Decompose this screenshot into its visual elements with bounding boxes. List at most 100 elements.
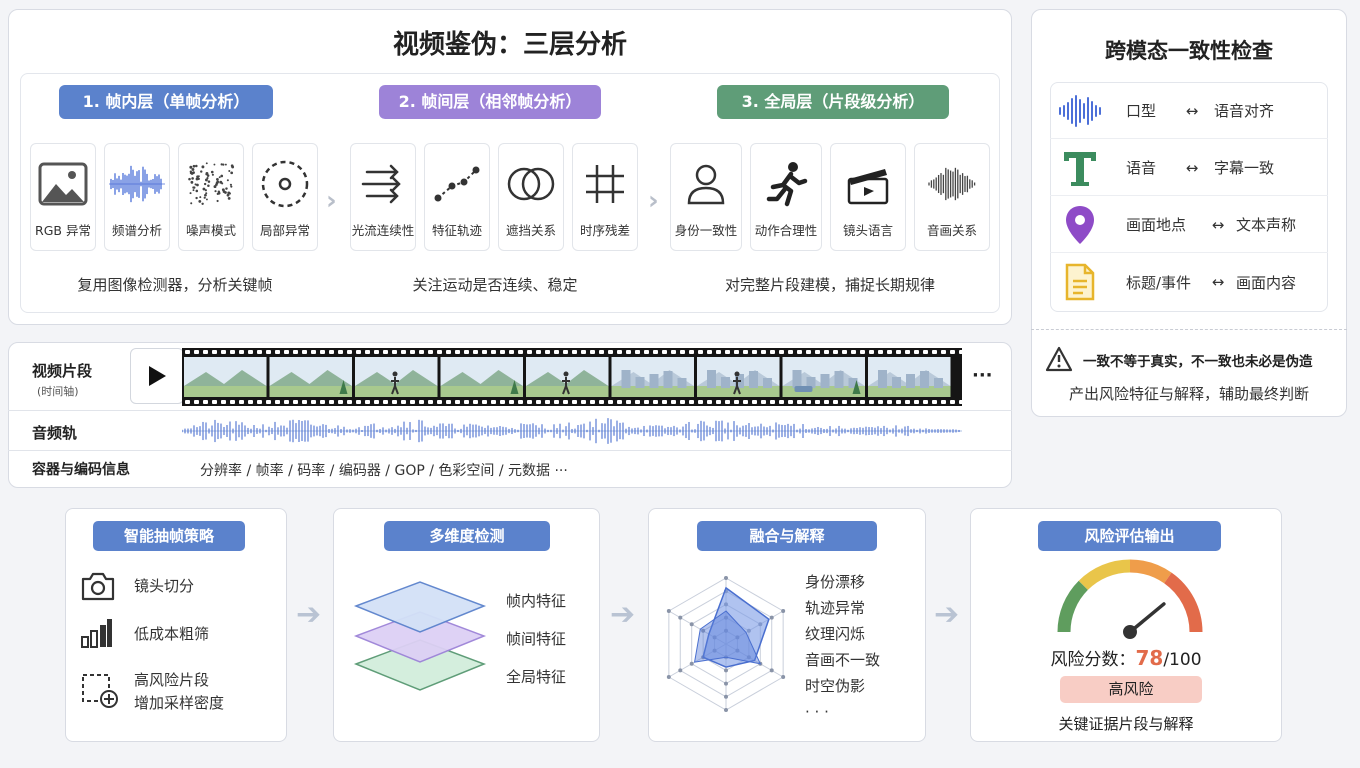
strategy-item: 增加采样密度 <box>134 694 225 712</box>
risk-title: 风险评估输出 <box>1038 521 1221 551</box>
more-frames-indicator: ··· <box>972 365 993 386</box>
layer3-pill: 3. 全局层（片段级分析） <box>717 85 949 119</box>
noise-dots-icon <box>179 154 243 214</box>
video-track-label: 视频片段 <box>32 362 93 380</box>
card-label: 镜头语言 <box>842 223 893 238</box>
detect-item: 帧内特征 <box>506 592 567 610</box>
play-button[interactable] <box>130 348 184 404</box>
risk-score-max: /100 <box>1163 650 1202 670</box>
arrow-right-icon: ➔ <box>296 597 322 632</box>
location-pin-icon <box>1050 204 1110 246</box>
fusion-item: · · · <box>805 703 829 721</box>
risk-footer: 关键证据片段与解释 <box>1058 715 1194 733</box>
audio-track-label: 音频轨 <box>32 424 78 442</box>
row-right: 文本声称 <box>1236 216 1297 234</box>
layer1-caption: 复用图像检测器，分析关键帧 <box>77 276 273 294</box>
clapperboard-icon <box>831 154 905 214</box>
play-icon <box>149 366 166 386</box>
fusion-item: 音画不一致 <box>805 651 881 669</box>
row-right: 字幕一致 <box>1214 159 1275 177</box>
card-av-relation: 音画关系 <box>914 143 990 251</box>
person-icon <box>671 154 741 214</box>
card-shot-language: 镜头语言 <box>830 143 906 251</box>
grid-hash-icon <box>573 154 637 214</box>
card-label: 时序残差 <box>579 223 630 238</box>
row-left: 标题/事件 <box>1126 273 1192 292</box>
cross-row-location: 画面地点 ↔ 文本声称 <box>1050 197 1328 253</box>
row-left: 口型 <box>1126 102 1157 120</box>
audio-wave-icon <box>915 154 989 214</box>
card-identity: 身份一致性 <box>670 143 742 251</box>
arrow-right-icon: ➔ <box>934 597 960 632</box>
card-label: 音画关系 <box>926 223 977 238</box>
spectrum-icon <box>105 154 169 214</box>
card-noise: 噪声模式 <box>178 143 244 251</box>
risk-gauge-icon <box>1050 556 1210 644</box>
row-arrow: ↔ <box>1185 101 1199 120</box>
card-spectrum: 频谱分析 <box>104 143 170 251</box>
card-occlusion: 遮挡关系 <box>498 143 564 251</box>
add-region-icon <box>80 672 120 714</box>
waveform-icon <box>1050 94 1110 128</box>
overlap-circles-icon <box>499 154 563 214</box>
fusion-item: 纹理闪烁 <box>805 625 866 643</box>
strategy-item: 高风险片段 <box>134 671 210 689</box>
row-right: 画面内容 <box>1236 273 1297 292</box>
layer2-caption: 关注运动是否连续、稳定 <box>412 276 578 294</box>
card-trajectory: 特征轨迹 <box>424 143 490 251</box>
card-label: 频谱分析 <box>111 223 162 238</box>
card-action: 动作合理性 <box>750 143 822 251</box>
timeline-divider <box>8 450 1012 451</box>
row-left: 画面地点 <box>1126 216 1187 234</box>
risk-score-label: 风险分数： <box>1050 650 1136 670</box>
focus-circle-icon <box>253 154 317 214</box>
arrow-right-icon: ➔ <box>610 597 636 632</box>
row-left: 语音 <box>1126 159 1157 177</box>
document-icon <box>1050 263 1110 301</box>
audio-waveform[interactable] <box>181 414 962 448</box>
container-track-label: 容器与编码信息 <box>32 462 130 478</box>
timeline-divider <box>8 410 1012 411</box>
card-label: 身份一致性 <box>674 223 738 238</box>
layer2-pill: 2. 帧间层（相邻帧分析） <box>379 85 601 119</box>
fusion-item: 时空伪影 <box>805 677 866 695</box>
cross-rows-frame <box>1050 82 1328 312</box>
warning-icon <box>1045 346 1073 376</box>
row-right: 语音对齐 <box>1214 102 1275 120</box>
card-local: 局部异常 <box>252 143 318 251</box>
card-label: 局部异常 <box>259 223 310 238</box>
strategy-title: 智能抽帧策略 <box>93 521 245 551</box>
card-label: RGB 异常 <box>35 223 91 238</box>
card-label: 特征轨迹 <box>431 223 482 238</box>
risk-score-value: 78 <box>1135 646 1164 670</box>
layer3-caption: 对完整片段建模，捕捉长期规律 <box>724 276 935 294</box>
card-temporal-residual: 时序残差 <box>572 143 638 251</box>
strategy-item: 低成本粗筛 <box>134 625 210 643</box>
strategy-item: 镜头切分 <box>134 577 195 595</box>
container-items: 分辨率 / 帧率 / 码率 / 编码器 / GOP / 色彩空间 / 元数据 ·… <box>200 463 568 479</box>
detect-title: 多维度检测 <box>384 521 550 551</box>
flow-arrows-icon <box>351 154 415 214</box>
radar-icon <box>658 566 798 722</box>
layer1-pill: 1. 帧内层（单帧分析） <box>59 85 273 119</box>
risk-score-line: 风险分数：78/100 <box>970 645 1282 670</box>
fusion-item: 轨迹异常 <box>805 599 866 617</box>
card-rgb: RGB 异常 <box>30 143 96 251</box>
fusion-item: 身份漂移 <box>805 573 866 591</box>
warning-text: 一致不等于真实，不一致也未必是伪造 <box>1083 354 1313 370</box>
chevron-right-icon: › <box>648 186 659 216</box>
dashed-divider <box>1031 329 1347 330</box>
feature-layers-icon <box>352 578 488 710</box>
video-track-sublabel: (时间轴) <box>37 385 79 398</box>
row-arrow: ↔ <box>1211 273 1225 291</box>
cross-note: 产出风险特征与解释，辅助最终判断 <box>1068 385 1309 403</box>
cross-row-speech-subtitle: 语音 ↔ 字幕一致 <box>1050 140 1328 196</box>
page-title: 视频鉴伪：三层分析 <box>392 30 627 60</box>
cross-row-lip-speech: 口型 ↔ 语音对齐 <box>1050 83 1328 139</box>
card-optical-flow: 光流连续性 <box>350 143 416 251</box>
row-arrow: ↔ <box>1185 158 1199 177</box>
cross-row-title-event: 标题/事件 ↔ 画面内容 <box>1050 254 1328 310</box>
cross-modal-title: 跨模态一致性检查 <box>1105 39 1273 63</box>
image-icon <box>31 154 95 214</box>
filmstrip[interactable] <box>182 348 964 406</box>
